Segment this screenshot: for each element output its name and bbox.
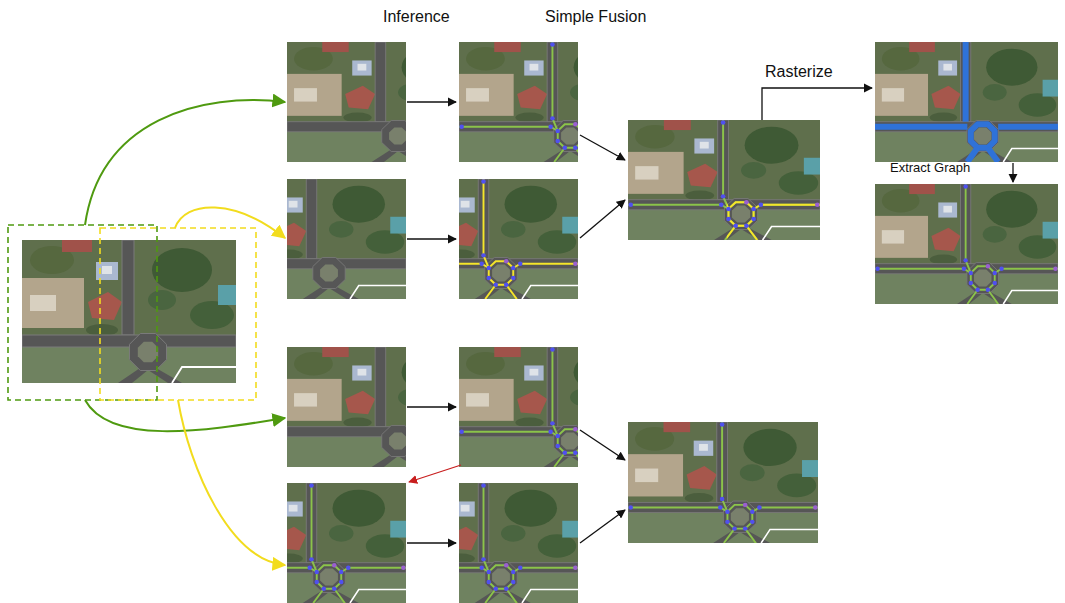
illustration-use [628, 422, 818, 543]
illustration-svg [628, 120, 820, 240]
illustration-svg [219, 483, 406, 603]
illustration-use [219, 483, 406, 603]
illustration-use [459, 42, 647, 150]
illustration-use [875, 42, 1058, 162]
illustration-use [391, 483, 578, 603]
illustration-use [459, 347, 648, 467]
illustration-use [628, 422, 817, 530]
illustration-line [580, 135, 625, 160]
illustration-svg [391, 179, 578, 299]
illustration-use [287, 42, 476, 162]
illustration-path [85, 100, 285, 225]
illustration-use [22, 240, 236, 383]
step-label: Rasterize [765, 62, 833, 81]
illustration-use [219, 179, 406, 299]
illustration-line [407, 542, 456, 543]
illustration-use [219, 483, 406, 591]
illustration-svg [875, 42, 1058, 162]
illustration-use [459, 347, 647, 455]
step-label: Inference [383, 7, 450, 26]
illustration-g [407, 88, 1013, 543]
illustration-use [459, 42, 648, 162]
illustration-path [175, 207, 285, 238]
illustration-use [875, 184, 1058, 304]
illustration-svg [287, 42, 476, 162]
illustration-use [287, 347, 476, 467]
illustration-use [391, 179, 578, 299]
illustration-line [407, 406, 456, 407]
illustration-use [875, 184, 1057, 292]
illustration-rect [100, 228, 256, 400]
illustration-line [580, 430, 625, 460]
illustration-svg [287, 347, 476, 467]
illustration-use [628, 120, 819, 228]
illustration-use [628, 120, 820, 240]
illustration-svg [459, 42, 648, 162]
illustration-line [1012, 163, 1013, 182]
illustration-use [628, 120, 820, 240]
step-label: Extract Graph [890, 160, 970, 176]
illustration-line [409, 465, 461, 482]
illustration-use [391, 483, 578, 603]
illustration-svg [219, 179, 406, 299]
illustration-line [407, 101, 456, 102]
illustration-path [178, 400, 285, 565]
illustration-path [762, 88, 872, 120]
step-label: Simple Fusion [545, 7, 646, 26]
illustration-use [875, 42, 1058, 162]
illustration-use [459, 347, 648, 467]
illustration-svg [875, 184, 1058, 304]
illustration-line [580, 200, 625, 238]
illustration-svg [628, 422, 818, 543]
illustration-rect [8, 225, 157, 400]
illustration-use [391, 483, 578, 591]
illustration-use [628, 422, 818, 543]
illustration-use [219, 483, 406, 603]
illustration-svg [628, 120, 820, 240]
illustration-use [391, 179, 578, 287]
illustration-svg [22, 240, 236, 383]
illustration-use [628, 120, 820, 240]
illustration-svg [459, 347, 648, 467]
illustration-line [580, 510, 625, 543]
illustration-use [875, 184, 1058, 304]
illustration-use [391, 179, 578, 299]
illustration-line [407, 238, 456, 239]
illustration-svg [391, 483, 578, 603]
illustration-use [459, 42, 648, 162]
illustration-path [85, 400, 285, 431]
